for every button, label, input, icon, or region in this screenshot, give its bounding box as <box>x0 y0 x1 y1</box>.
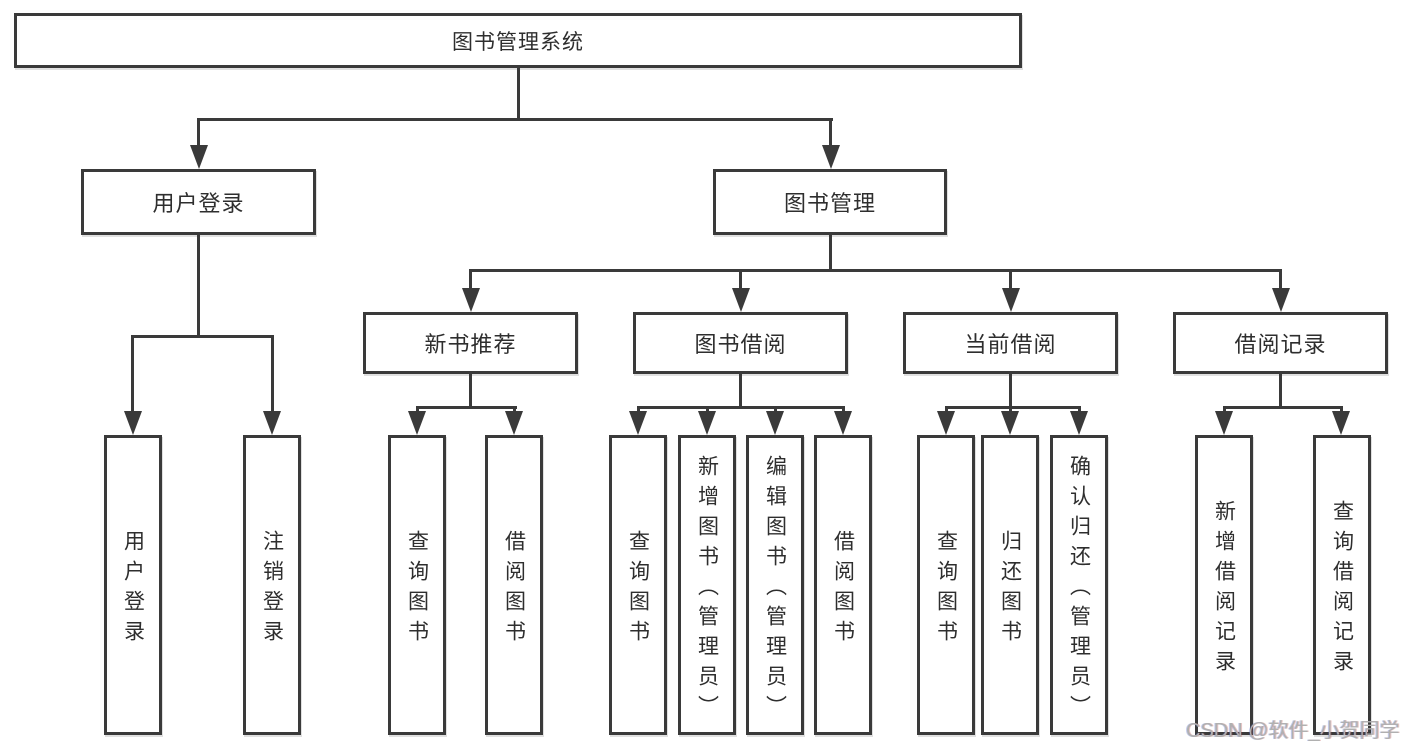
leaf-current-return-books-label: 归还图书 <box>998 529 1022 650</box>
connector-shaft-book-borrowing <box>739 271 742 290</box>
leaf-borrowing-edit-books-admin-label: 编辑图书（管理员） <box>763 454 787 725</box>
node-root-library-system: 图书管理系统 <box>14 13 1022 68</box>
node-current-borrowing: 当前借阅 <box>903 312 1118 374</box>
arrowhead-recommend-query <box>408 411 426 435</box>
leaf-recommend-query-books-label: 查询图书 <box>405 529 429 650</box>
arrowhead-book-management <box>822 145 840 169</box>
node-book-borrowing: 图书借阅 <box>633 312 848 374</box>
leaf-borrowing-add-books-admin: 新增图书（管理员） <box>678 435 736 735</box>
arrowhead-recommend-borrow <box>505 411 523 435</box>
leaf-records-query-record-label: 查询借阅记录 <box>1330 499 1354 680</box>
node-user-login: 用户登录 <box>81 169 316 235</box>
arrowhead-current-return <box>1001 411 1019 435</box>
connector-book-management-trunk <box>829 235 832 271</box>
connector-recommend-bar <box>416 406 517 409</box>
leaf-borrowing-query-books-label: 查询图书 <box>626 529 650 650</box>
leaf-user-login: 用户登录 <box>104 435 162 735</box>
arrowhead-records-add <box>1215 411 1233 435</box>
connector-current-trunk <box>1009 374 1012 409</box>
leaf-records-add-record-label: 新增借阅记录 <box>1212 499 1236 680</box>
leaf-records-query-record: 查询借阅记录 <box>1313 435 1371 735</box>
connector-records-trunk <box>1279 374 1282 409</box>
leaf-logout-label: 注销登录 <box>260 529 284 650</box>
connector-borrowing-bar <box>637 406 845 409</box>
leaf-borrowing-add-books-admin-label: 新增图书（管理员） <box>695 454 719 725</box>
csdn-watermark: CSDN @软件_小贺同学 <box>1186 720 1400 742</box>
node-current-borrowing-label: 当前借阅 <box>964 332 1057 357</box>
node-root-label: 图书管理系统 <box>452 30 584 54</box>
arrowhead-borrowing-add <box>698 411 716 435</box>
node-new-book-recommend-label: 新书推荐 <box>424 332 517 357</box>
connector-level2-bar <box>197 118 833 121</box>
node-book-borrowing-label: 图书借阅 <box>694 332 787 357</box>
node-new-book-recommend: 新书推荐 <box>363 312 578 374</box>
connector-current-bar <box>945 406 1081 409</box>
connector-shaft-user-login <box>197 120 200 147</box>
leaf-current-confirm-return-admin-label: 确认归还（管理员） <box>1067 454 1091 725</box>
node-user-login-label: 用户登录 <box>152 191 245 216</box>
arrowhead-records-query <box>1332 411 1350 435</box>
arrowhead-borrowing-edit <box>766 411 784 435</box>
connector-shaft-leaf-user-login <box>131 337 134 411</box>
connector-root-trunk <box>517 68 520 121</box>
connector-shaft-current-borrowing <box>1009 271 1012 290</box>
connector-recommend-trunk <box>469 374 472 409</box>
connector-shaft-leaf-logout <box>271 337 274 411</box>
connector-shaft-borrowing-records <box>1279 271 1282 290</box>
arrowhead-book-borrowing <box>732 288 750 312</box>
arrowhead-borrowing-records <box>1272 288 1290 312</box>
leaf-current-query-books-label: 查询图书 <box>934 529 958 650</box>
node-book-management-label: 图书管理 <box>783 191 876 216</box>
arrowhead-current-borrowing <box>1002 288 1020 312</box>
arrowhead-borrowing-borrow <box>834 411 852 435</box>
leaf-borrowing-edit-books-admin: 编辑图书（管理员） <box>746 435 804 735</box>
leaf-user-login-label: 用户登录 <box>121 529 145 650</box>
leaf-logout: 注销登录 <box>243 435 301 735</box>
arrowhead-user-login <box>190 145 208 169</box>
leaf-records-add-record: 新增借阅记录 <box>1195 435 1253 735</box>
node-borrowing-records: 借阅记录 <box>1173 312 1388 374</box>
arrowhead-current-query <box>937 411 955 435</box>
connector-user-login-bar <box>131 335 274 338</box>
leaf-current-confirm-return-admin: 确认归还（管理员） <box>1050 435 1108 735</box>
leaf-current-query-books: 查询图书 <box>917 435 975 735</box>
leaf-current-return-books: 归还图书 <box>981 435 1039 735</box>
arrowhead-leaf-logout <box>263 411 281 435</box>
arrowhead-borrowing-query <box>629 411 647 435</box>
connector-shaft-book-management <box>829 120 832 147</box>
leaf-borrowing-borrow-books: 借阅图书 <box>814 435 872 735</box>
node-borrowing-records-label: 借阅记录 <box>1234 332 1327 357</box>
connector-borrowing-trunk <box>739 374 742 409</box>
arrowhead-leaf-user-login <box>124 411 142 435</box>
connector-level3-bar <box>469 269 1282 272</box>
leaf-recommend-borrow-books: 借阅图书 <box>485 435 543 735</box>
leaf-recommend-borrow-books-label: 借阅图书 <box>502 529 526 650</box>
arrowhead-new-book-recommend <box>462 288 480 312</box>
connector-shaft-new-book-recommend <box>469 271 472 290</box>
leaf-borrowing-query-books: 查询图书 <box>609 435 667 735</box>
node-book-management: 图书管理 <box>713 169 947 235</box>
arrowhead-current-confirm <box>1070 411 1088 435</box>
connector-user-login-trunk <box>197 235 200 335</box>
connector-records-bar <box>1223 406 1343 409</box>
leaf-borrowing-borrow-books-label: 借阅图书 <box>831 529 855 650</box>
leaf-recommend-query-books: 查询图书 <box>388 435 446 735</box>
